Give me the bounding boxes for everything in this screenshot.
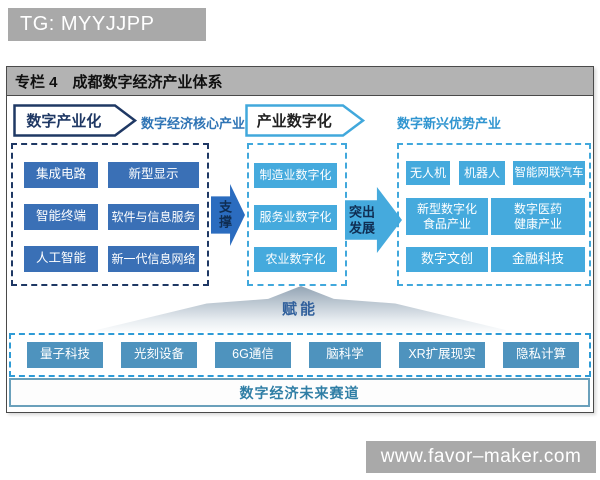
sector-item: 服务业数字化: [254, 205, 337, 230]
core-industry-label: 数字经济核心产业: [141, 116, 246, 131]
emerging-item: 机器人: [459, 161, 505, 185]
emerging-item: 数字文创: [406, 247, 488, 272]
industry-item: 新型显示: [108, 162, 199, 188]
future-item: XR扩展现实: [399, 342, 485, 368]
future-item: 6G通信: [215, 342, 291, 368]
develop-arrow-label: 突出发展: [348, 204, 375, 235]
pentagon-outline-navy: [13, 104, 137, 137]
industry-item: 新一代信息网络: [108, 246, 199, 272]
sector-item: 农业数字化: [254, 247, 337, 272]
emerging-item: 数字医药 健康产业: [491, 198, 585, 235]
emerging-item: 金融科技: [491, 247, 585, 272]
emerging-item: 智能网联汽车: [513, 161, 585, 185]
emerging-industry-box: 无人机 机器人 智能网联汽车 新型数字化 食品产业 数字医药 健康产业 数字文创…: [397, 143, 591, 286]
digital-industrialization-badge: 数字产业化: [13, 104, 137, 137]
site-watermark: www.favor–maker.com: [366, 441, 596, 473]
future-item: 量子科技: [27, 342, 103, 368]
empower-label: 赋能: [281, 301, 318, 318]
telegram-watermark: TG: MYYJJPP: [8, 8, 206, 41]
future-item: 脑科学: [309, 342, 381, 368]
pentagon-outline-sky: [245, 104, 365, 137]
emerging-item-line: 健康产业: [513, 216, 562, 231]
emerging-item: 无人机: [406, 161, 450, 185]
industry-item: 软件与信息服务: [108, 204, 199, 230]
sector-item: 制造业数字化: [254, 163, 337, 188]
emerging-industry-label: 数字新兴优势产业: [397, 116, 502, 131]
industry-item: 智能终端: [24, 204, 98, 230]
panel-title: 专栏 4 成都数字经济产业体系: [7, 67, 593, 96]
industry-digitalization-label: 产业数字化: [256, 113, 332, 130]
support-arrow-label: 支撑: [217, 200, 232, 230]
sector-digitalization-box: 制造业数字化 服务业数字化 农业数字化: [247, 143, 347, 286]
emerging-item-line: 新型数字化: [416, 201, 477, 216]
future-track-box: 量子科技 光刻设备 6G通信 脑科学 XR扩展现实 隐私计算: [9, 333, 591, 377]
future-item: 光刻设备: [121, 342, 197, 368]
column-panel: 专栏 4 成都数字经济产业体系 数字产业化 数字经济核心产业 产业数字化 数字新…: [6, 66, 594, 413]
industry-digitalization-badge: 产业数字化: [245, 104, 365, 137]
industry-item: 人工智能: [24, 246, 98, 272]
digital-industrialization-label: 数字产业化: [26, 113, 102, 130]
core-industry-box: 集成电路 新型显示 智能终端 软件与信息服务 人工智能 新一代信息网络: [11, 143, 209, 286]
emerging-item-line: 数字医药: [513, 201, 562, 216]
industry-item: 集成电路: [24, 162, 98, 188]
future-item: 隐私计算: [503, 342, 579, 368]
emerging-item-line: 食品产业: [422, 216, 471, 231]
future-track-banner: 数字经济未来赛道: [9, 378, 590, 407]
emerging-item: 新型数字化 食品产业: [406, 198, 488, 235]
